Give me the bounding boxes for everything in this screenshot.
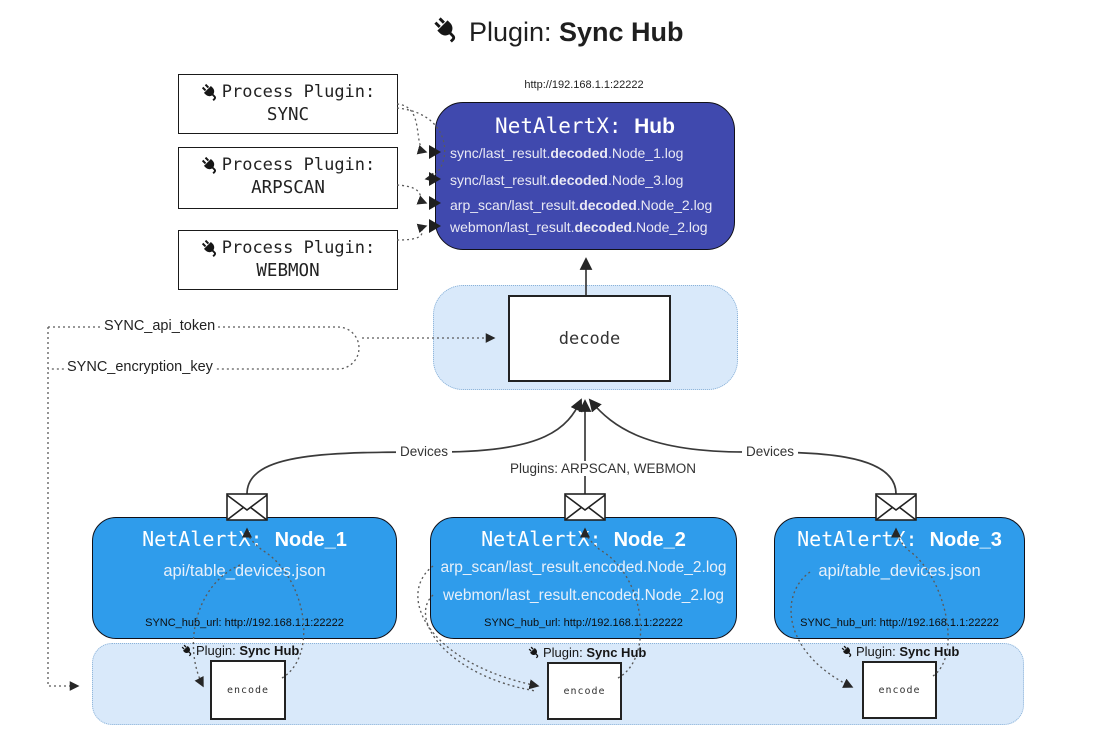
node-title: NetAlertX: Node_1 — [93, 527, 396, 552]
encode-box: encode — [547, 662, 622, 720]
node-title: NetAlertX: Node_3 — [775, 527, 1024, 552]
node-file: arp_scan/last_result.encoded.Node_2.log — [440, 559, 727, 576]
devices-left-label: Devices — [396, 444, 453, 459]
process-plugin-sync-box: Process Plugin: SYNC — [178, 74, 398, 134]
node-title-prefix: NetAlertX: — [797, 527, 930, 551]
process-plugin-name: ARPSCAN — [251, 178, 325, 198]
page-title: Plugin: Sync Hub — [0, 16, 1117, 48]
log-post: .Node_2.log — [636, 197, 713, 213]
band-plugin-prefix: Plugin: — [196, 643, 240, 658]
netalertx-node1-box: NetAlertX: Node_1 api/table_devices.json… — [92, 517, 397, 639]
encode-box: encode — [862, 661, 937, 719]
netalertx-node3-box: NetAlertX: Node_3 api/table_devices.json… — [774, 517, 1025, 639]
node-title-prefix: NetAlertX: — [142, 527, 275, 551]
hub-title-name: Hub — [634, 115, 675, 138]
sync-encryption-key-label: SYNC_encryption_key — [64, 359, 216, 375]
log-pre: sync/last_result. — [450, 172, 551, 188]
hub-log-line: sync/last_result.decoded.Node_3.log — [450, 172, 730, 188]
sync-api-token-label: SYNC_api_token — [101, 318, 219, 334]
plug-icon — [525, 643, 543, 661]
log-bold: decoded — [550, 145, 608, 161]
hub-log-line: arp_scan/last_result.decoded.Node_2.log — [450, 197, 730, 213]
process-plugin-arpscan-box: Process Plugin: ARPSCAN — [178, 147, 398, 209]
band-plugin-prefix: Plugin: — [543, 645, 587, 660]
log-post: .Node_2.log — [632, 219, 708, 235]
encode-box: encode — [210, 660, 286, 720]
log-pre: sync/last_result. — [450, 145, 551, 161]
band-plugin-name: Sync Hub — [899, 644, 960, 659]
log-post: .Node_3.log — [607, 172, 684, 188]
plug-icon — [197, 152, 224, 179]
process-plugin-webmon-box: Process Plugin: WEBMON — [178, 230, 398, 290]
plug-icon — [428, 10, 468, 50]
node-file: api/table_devices.json — [818, 562, 981, 580]
band-plugin-text: Plugin: Sync Hub — [856, 644, 959, 659]
node-hub-url: SYNC_hub_url: http://192.168.1.1:22222 — [484, 617, 683, 629]
band-plugin-name: Sync Hub — [239, 643, 300, 658]
node-title-name: Node_3 — [929, 529, 1002, 551]
plug-icon — [197, 235, 224, 262]
encode-label: encode — [226, 684, 270, 696]
process-plugin-label: Process Plugin: — [221, 155, 376, 175]
band-plugin-prefix: Plugin: — [856, 644, 900, 659]
node-title-name: Node_2 — [613, 529, 686, 551]
plug-icon — [838, 642, 856, 660]
band-plugin-name: Sync Hub — [586, 645, 647, 660]
log-pre: arp_scan/last_result. — [450, 197, 580, 213]
node-hub-url: SYNC_hub_url: http://192.168.1.1:22222 — [145, 617, 344, 629]
process-plugin-label: Process Plugin: — [221, 238, 376, 258]
devices-right-label: Devices — [742, 444, 799, 459]
band-plugin-label: Plugin: Sync Hub — [841, 644, 959, 659]
process-plugin-webmon-label-row: Process Plugin: — [179, 237, 397, 259]
node-title-prefix: NetAlertX: — [481, 527, 614, 551]
node-file: api/table_devices.json — [163, 562, 326, 580]
log-post: .Node_1.log — [607, 145, 684, 161]
process-plugin-label: Process Plugin: — [221, 82, 376, 102]
decode-label: decode — [558, 328, 621, 349]
hub-log-line: sync/last_result.decoded.Node_1.log — [450, 145, 730, 161]
log-bold: decoded — [574, 219, 633, 235]
netalertx-hub-box: NetAlertX: Hub sync/last_result.decoded.… — [435, 102, 735, 250]
log-pre: webmon/last_result. — [450, 219, 575, 235]
process-plugin-arpscan-label-row: Process Plugin: — [179, 154, 397, 176]
hub-log-line: webmon/last_result.decoded.Node_2.log — [450, 219, 730, 235]
band-plugin-label: Plugin: Sync Hub — [181, 643, 299, 658]
node-file: webmon/last_result.encoded.Node_2.log — [443, 587, 724, 604]
encode-label: encode — [563, 685, 606, 697]
band-plugin-text: Plugin: Sync Hub — [543, 645, 646, 660]
hub-url: http://192.168.1.1:22222 — [524, 79, 644, 91]
decode-box: decode — [508, 295, 671, 382]
process-plugin-sync-label-row: Process Plugin: — [179, 81, 397, 103]
band-plugin-text: Plugin: Sync Hub — [196, 643, 299, 658]
encode-label: encode — [878, 684, 921, 696]
hub-title-prefix: NetAlertX: — [495, 114, 635, 138]
node-hub-url: SYNC_hub_url: http://192.168.1.1:22222 — [800, 617, 999, 629]
process-plugin-name: WEBMON — [256, 261, 320, 281]
title-name: Sync Hub — [559, 17, 684, 47]
plugins-arpscan-webmon-label: Plugins: ARPSCAN, WEBMON — [506, 461, 701, 476]
log-bold: decoded — [579, 197, 637, 213]
plug-icon — [178, 641, 196, 659]
plug-icon — [197, 79, 224, 106]
title-prefix: Plugin: — [468, 17, 560, 47]
process-plugin-name: SYNC — [266, 105, 310, 125]
log-bold: decoded — [550, 172, 608, 188]
hub-title: NetAlertX: Hub — [436, 114, 734, 139]
node-title: NetAlertX: Node_2 — [431, 527, 736, 552]
node-title-name: Node_1 — [274, 529, 347, 551]
band-plugin-label: Plugin: Sync Hub — [528, 645, 646, 660]
netalertx-node2-box: NetAlertX: Node_2 arp_scan/last_result.e… — [430, 517, 737, 639]
